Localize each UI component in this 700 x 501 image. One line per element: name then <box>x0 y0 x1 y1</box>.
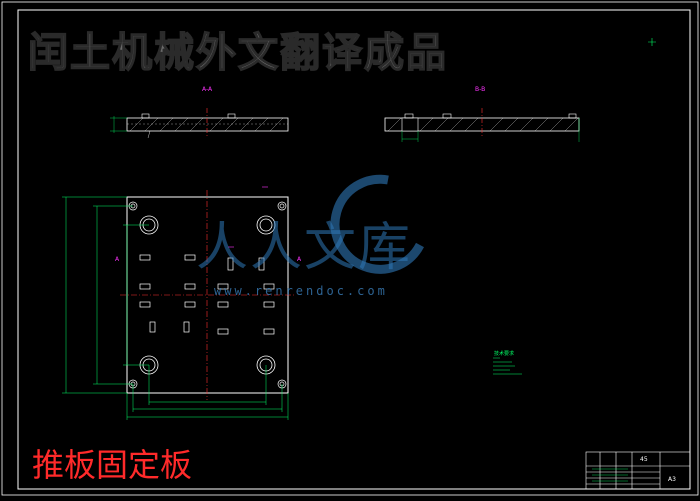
technical-notes <box>493 357 522 375</box>
banner-title: 闰土机械外文翻译成品 <box>27 29 448 77</box>
section-label-a: A-A <box>202 86 213 93</box>
part-title: 推板固定板 <box>32 446 193 484</box>
section-a-a <box>110 108 289 139</box>
view-marker-left: A <box>115 256 120 263</box>
title-block-green <box>592 468 628 482</box>
material-cell: 45 <box>640 456 648 463</box>
plan-view <box>62 186 296 420</box>
watermark-text: 人人文库 <box>196 218 413 278</box>
inner-border <box>17 9 691 490</box>
view-marker-right: A <box>297 256 302 263</box>
roughness-symbol <box>648 38 656 46</box>
watermark-url: www.renrendoc.com <box>214 284 388 298</box>
title-block <box>585 451 691 490</box>
notes-heading: 技术要求 <box>494 351 515 357</box>
section-label-b: B-B <box>475 86 486 93</box>
section-b-b <box>384 108 580 142</box>
watermark-logo <box>330 174 424 274</box>
sheet-size-cell: A3 <box>668 476 676 483</box>
